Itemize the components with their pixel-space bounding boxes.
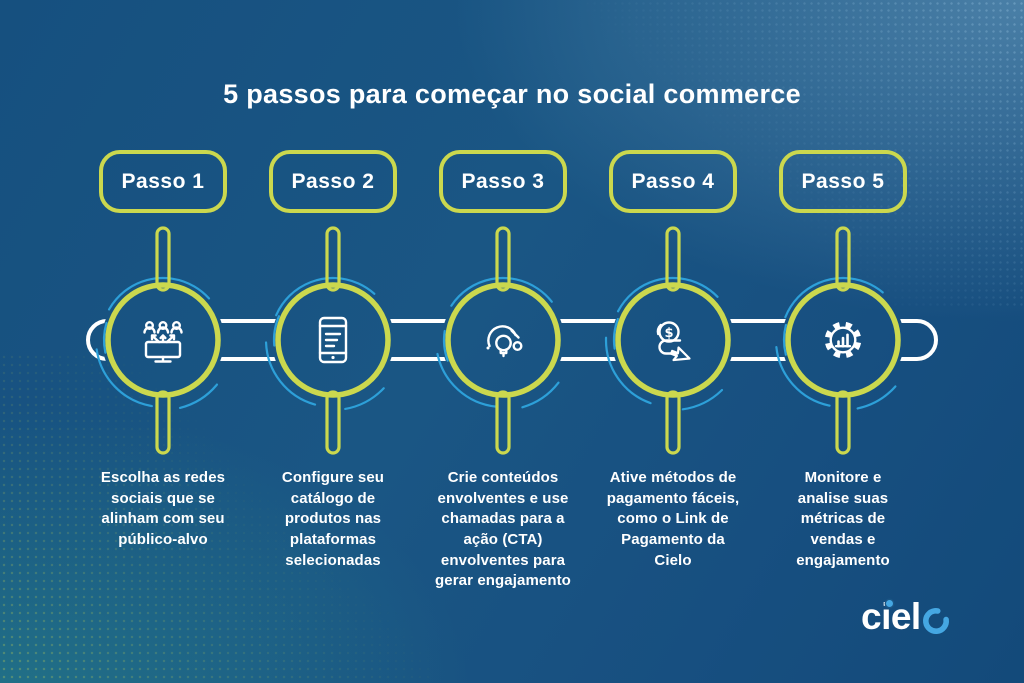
step-stems xyxy=(665,226,681,455)
step-4-badge: Passo 4 xyxy=(609,150,737,213)
step-4-badge-label: Passo 4 xyxy=(631,169,715,193)
cielo-logo: ciel xyxy=(861,597,950,639)
step-2-node xyxy=(261,226,405,455)
step-ring xyxy=(275,282,391,398)
social-audience-icon xyxy=(143,321,183,363)
cielo-logo-o xyxy=(922,608,949,634)
step-stems xyxy=(835,226,851,455)
connector-band xyxy=(86,319,938,361)
step-ring xyxy=(105,282,221,398)
step-2-badge: Passo 2 xyxy=(269,150,397,213)
step-5-badge-label: Passo 5 xyxy=(801,169,885,193)
step-1-badge: Passo 1 xyxy=(99,150,227,213)
decor-arcs xyxy=(771,268,915,412)
step-ring xyxy=(785,282,901,398)
step-4-description: Ative métodos de pagamento fáceis, como … xyxy=(606,469,740,569)
step-3-description: Crie conteúdos envolventes e use chamada… xyxy=(435,469,571,590)
step-stems xyxy=(155,226,171,455)
svg-text:$: $ xyxy=(664,326,673,341)
step-1-badge-label: Passo 1 xyxy=(121,169,205,193)
cielo-logo-i-dot xyxy=(885,599,893,607)
decor-arcs xyxy=(601,268,745,412)
step-1-node xyxy=(91,226,235,455)
step-3-node xyxy=(431,226,575,455)
step-1-description: Escolha as redes sociais que se alinham … xyxy=(100,469,226,549)
step-5-description: Monitore e analise suas métricas de vend… xyxy=(796,469,890,569)
payment-click-icon: $ xyxy=(656,321,691,362)
step-2-badge-label: Passo 2 xyxy=(291,169,375,193)
steps-timeline-graphic: $ xyxy=(86,226,938,455)
step-ring xyxy=(615,282,731,398)
idea-bulb-icon xyxy=(486,325,523,358)
product-catalog-phone-icon xyxy=(318,316,348,364)
decor-arcs xyxy=(91,268,235,412)
step-5-node xyxy=(771,226,915,455)
metrics-gear-icon xyxy=(824,321,862,359)
step-ring xyxy=(445,282,561,398)
decor-arcs xyxy=(431,268,575,412)
step-5-badge: Passo 5 xyxy=(779,150,907,213)
page-title: 5 passos para começar no social commerce xyxy=(223,79,801,109)
step-4-node: $ xyxy=(601,226,745,455)
step-3-badge: Passo 3 xyxy=(439,150,567,213)
step-stems xyxy=(495,226,511,455)
step-3-badge-label: Passo 3 xyxy=(461,169,545,193)
step-2-description: Configure seu catálogo de produtos nas p… xyxy=(281,469,385,569)
step-stems xyxy=(325,226,341,455)
decor-arcs xyxy=(261,268,405,412)
